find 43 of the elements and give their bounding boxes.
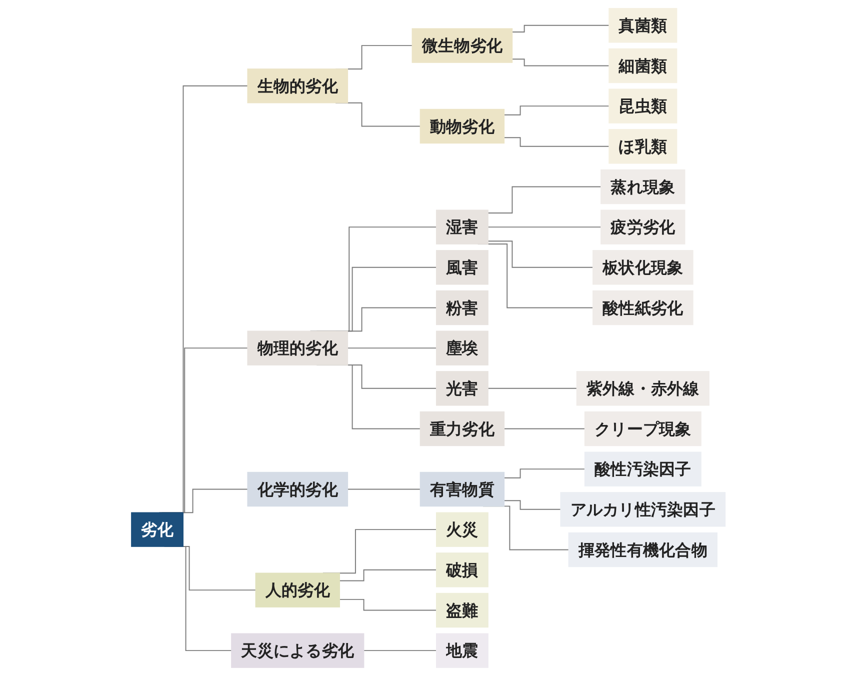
connector xyxy=(488,240,594,268)
connector xyxy=(488,226,602,228)
connector xyxy=(347,348,438,349)
node-box: 微生物劣化 xyxy=(412,28,513,63)
node-box: 動物劣化 xyxy=(420,108,505,144)
node-box: 重力劣化 xyxy=(420,411,505,446)
node-box: 劣化 xyxy=(131,512,184,547)
node-box: 火災 xyxy=(436,512,489,547)
connector xyxy=(504,137,610,147)
connector xyxy=(504,428,586,430)
connector xyxy=(512,58,610,66)
node-box: 天災による劣化 xyxy=(231,633,364,668)
connector xyxy=(512,24,610,32)
connector xyxy=(504,500,562,510)
connector xyxy=(488,186,602,214)
connector xyxy=(339,598,438,611)
node-box: 風害 xyxy=(436,250,489,285)
node-box: 疲労劣化 xyxy=(600,210,686,244)
node-box: 人的劣化 xyxy=(255,572,340,608)
node-box: クリープ現象 xyxy=(584,411,702,446)
node-box: 粉害 xyxy=(436,290,489,326)
node-box: 湿害 xyxy=(436,210,489,244)
node-box: 塵埃 xyxy=(436,330,489,366)
node-box: ほ乳類 xyxy=(608,129,678,164)
node-box: 化学的劣化 xyxy=(247,472,348,507)
node-box: 酸性汚染因子 xyxy=(584,452,702,486)
node-box: 酸性紙劣化 xyxy=(592,290,694,326)
connector xyxy=(339,569,438,582)
node-box: 生物的劣化 xyxy=(247,68,348,104)
node-box: アルカリ性汚染因子 xyxy=(560,492,726,527)
connector xyxy=(504,468,586,478)
node-box: 真菌類 xyxy=(608,8,678,43)
connector xyxy=(504,106,610,116)
node-box: 有害物質 xyxy=(420,472,505,507)
connector xyxy=(488,388,578,389)
connector xyxy=(347,488,421,490)
node-box: 昆虫類 xyxy=(608,88,678,124)
node-box: 盗難 xyxy=(436,592,489,628)
node-box: 細菌類 xyxy=(608,48,678,84)
node-box: 蒸れ現象 xyxy=(600,169,686,204)
node-box: 物理的劣化 xyxy=(247,330,348,366)
node-box: 紫外線・赤外線 xyxy=(576,371,710,406)
connector xyxy=(363,650,438,652)
